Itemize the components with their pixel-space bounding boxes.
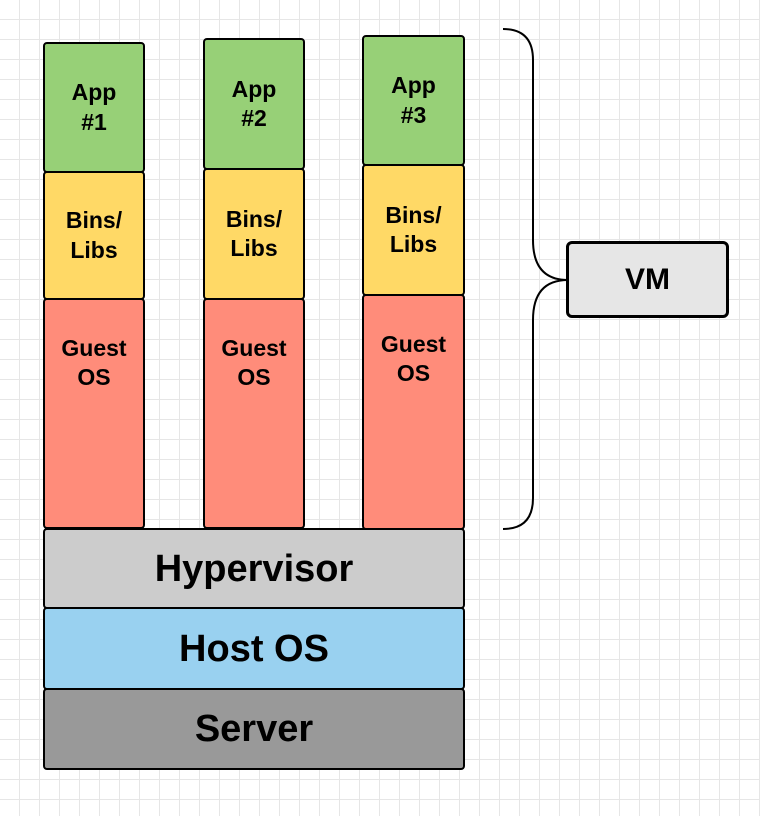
vm3-app-block: App #3: [362, 35, 465, 166]
vm1-app-label: App #1: [71, 79, 117, 135]
vm-label: VM: [625, 262, 670, 296]
server-label: Server: [194, 708, 314, 750]
vm2-guest-os-label: Guest OS: [221, 335, 287, 391]
vm-label-box: VM: [566, 241, 729, 318]
vm2-app-label: App #2: [231, 75, 277, 131]
vm2-app-block: App #2: [203, 38, 305, 170]
brace-path: [502, 28, 569, 530]
server-layer: Server: [43, 688, 465, 770]
vm2-bins-libs-block: Bins/ Libs: [203, 168, 305, 300]
vm1-bins-libs-label: Bins/ Libs: [65, 207, 123, 263]
vm1-guest-os-label: Guest OS: [61, 335, 127, 391]
vm1-bins-libs-block: Bins/ Libs: [43, 171, 145, 300]
vm2-bins-libs-label: Bins/ Libs: [225, 205, 283, 261]
hypervisor-label: Hypervisor: [154, 547, 354, 590]
vm2-guest-os-block: Guest OS: [203, 298, 305, 529]
hypervisor-layer: Hypervisor: [43, 528, 465, 609]
vm3-bins-libs-block: Bins/ Libs: [362, 164, 465, 296]
vm3-app-label: App #3: [391, 72, 436, 128]
vm1-app-block: App #1: [43, 42, 145, 173]
vm3-guest-os-block: Guest OS: [362, 294, 465, 530]
host-os-label: Host OS: [179, 627, 329, 670]
vm3-bins-libs-label: Bins/ Libs: [385, 201, 442, 257]
vm3-guest-os-label: Guest OS: [380, 331, 447, 387]
